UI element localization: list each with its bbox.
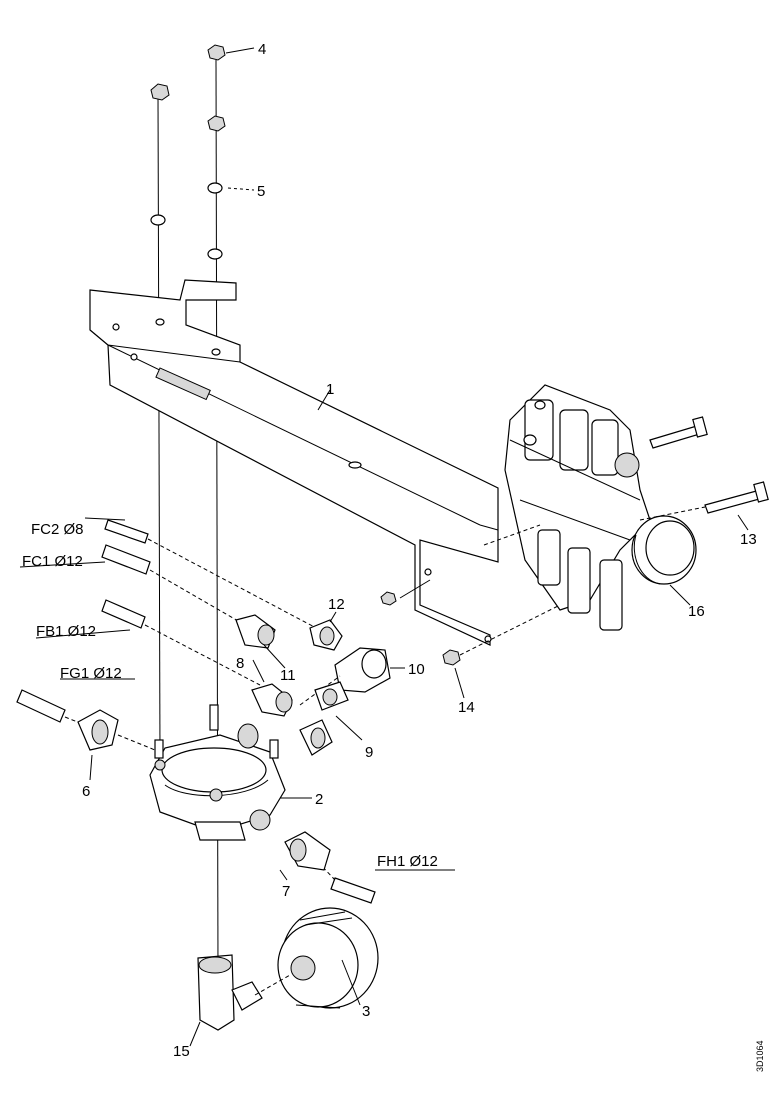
nut-4 xyxy=(207,44,226,61)
pipe-fg1 xyxy=(16,689,86,726)
washer-right xyxy=(207,248,223,260)
callout-3: 3 xyxy=(362,1003,370,1020)
callout-7: 7 xyxy=(282,883,290,900)
pipe-fc1 xyxy=(101,544,246,626)
valve-block xyxy=(504,384,651,631)
fitting-12 xyxy=(309,619,343,651)
callout-15: 15 xyxy=(173,1043,190,1060)
bolt-upper xyxy=(649,416,708,449)
valve-axis-a xyxy=(483,524,541,546)
pipe-label-fc2: FC2 Ø8 xyxy=(31,521,84,538)
left-stud-axis xyxy=(157,94,161,761)
leader-lines xyxy=(19,47,749,1047)
callout-8: 8 xyxy=(236,655,244,672)
valve-cap-16 xyxy=(631,515,697,585)
valve-axis-b xyxy=(459,604,561,656)
bolt-13 xyxy=(704,481,769,514)
pipe-fc2 xyxy=(104,519,321,631)
fitting-9 xyxy=(314,681,349,711)
fitting-11 xyxy=(235,614,276,649)
bracket-1 xyxy=(89,279,499,646)
elbow-10 xyxy=(299,647,391,706)
pipe-label-fc1: FC1 Ø12 xyxy=(22,553,83,570)
pipe-label-fg1: FG1 Ø12 xyxy=(60,665,122,682)
callout-2: 2 xyxy=(315,791,323,808)
pipe-fb1 xyxy=(101,599,261,686)
valve-body-2 xyxy=(149,704,286,841)
pipe-label-fh1: FH1 Ø12 xyxy=(377,853,438,870)
pipe-fh1 xyxy=(317,861,376,904)
callout-14: 14 xyxy=(458,699,475,716)
fitting-7 xyxy=(284,831,331,871)
silencer-3 xyxy=(277,907,379,1009)
nut-14 xyxy=(442,649,461,666)
elbow-15 xyxy=(197,954,291,1031)
callout-13: 13 xyxy=(740,531,757,548)
callout-5: 5 xyxy=(257,183,265,200)
callout-12: 12 xyxy=(328,596,345,613)
nut-right-upper xyxy=(207,115,226,132)
fitting-8 xyxy=(251,683,293,717)
nut-left-top xyxy=(150,83,170,101)
callout-1: 1 xyxy=(326,381,334,398)
fitting-6-left xyxy=(77,709,156,751)
callout-11: 11 xyxy=(280,667,296,684)
callout-10: 10 xyxy=(408,661,425,678)
fitting-6-right xyxy=(299,719,333,756)
washer-left xyxy=(150,214,166,226)
valve-axis-c xyxy=(399,579,431,599)
washer-5 xyxy=(207,182,223,194)
callout-9: 9 xyxy=(365,744,373,761)
callout-4: 4 xyxy=(258,41,266,58)
callout-6-left: 6 xyxy=(82,783,90,800)
nut-small xyxy=(380,591,397,606)
callout-16: 16 xyxy=(688,603,705,620)
pipe-label-fb1: FB1 Ø12 xyxy=(36,623,96,640)
reference-code: 3D1064 xyxy=(755,1040,765,1072)
